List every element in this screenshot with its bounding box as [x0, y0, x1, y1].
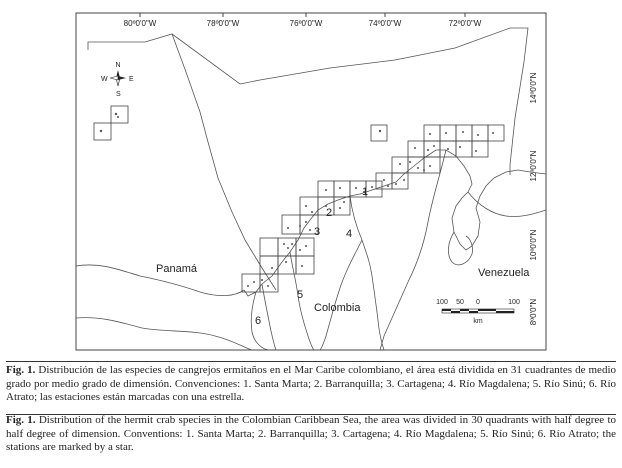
scale-bar: 100 50 0 100 km — [436, 299, 520, 325]
map-figure: 80º0'0"W 78º0'0"W 76º0'0"W 74º0'0"W 72º0… — [75, 12, 547, 351]
map-frame — [75, 12, 547, 351]
scale-tick: 100 — [508, 299, 520, 306]
longitude-label: 78º0'0"W — [207, 19, 240, 28]
marker-barranquilla: 2 — [326, 207, 332, 219]
island-quadrant — [93, 122, 112, 141]
marker-rio-magdalena: 4 — [346, 228, 352, 240]
latitude-label: 14º0'0"N — [529, 72, 538, 103]
compass-west: W — [101, 76, 108, 83]
marker-cartagena: 3 — [314, 226, 320, 238]
atrato-river — [261, 283, 277, 351]
longitude-ticks — [139, 13, 466, 17]
caption-english-text: Distribution of the hermit crab species … — [6, 414, 616, 454]
compass-south: S — [116, 91, 121, 98]
caption-spanish-label: Fig. 1. — [6, 364, 36, 376]
marker-rio-atrato: 6 — [255, 315, 261, 327]
longitude-label: 80º0'0"W — [124, 19, 157, 28]
label-colombia: Colombia — [314, 302, 361, 314]
venezuela-inner-line — [467, 191, 547, 217]
caption-english-label: Fig. 1. — [6, 414, 36, 426]
marker-santa-marta: 1 — [362, 186, 368, 198]
caption-divider-top — [6, 361, 616, 362]
scale-tick: 50 — [456, 299, 464, 306]
latitude-label: 10º0'0"N — [529, 229, 538, 260]
caption-spanish-text: Distribución de las especies de cangrejo… — [6, 364, 616, 404]
panama-south-coast — [75, 317, 253, 351]
caption-spanish: Fig. 1. Distribución de las especies de … — [6, 364, 616, 405]
compass-rose-icon: N S W E — [101, 62, 134, 98]
scale-tick: 100 — [436, 299, 448, 306]
station-markers — [99, 112, 494, 287]
quadrant-grid — [241, 124, 505, 293]
scale-unit: km — [473, 318, 483, 325]
compass-north: N — [116, 62, 121, 69]
maritime-boundary — [87, 27, 529, 175]
caption-divider-middle — [6, 414, 616, 415]
panama-coast — [75, 264, 245, 296]
label-panama: Panamá — [156, 263, 198, 275]
longitude-label: 72º0'0"W — [449, 19, 482, 28]
marker-rio-sinu: 5 — [297, 289, 303, 301]
latitude-label: 12º0'0"N — [529, 150, 538, 181]
label-venezuela: Venezuela — [478, 267, 530, 279]
venezuela-lake — [448, 231, 473, 266]
sinu-river — [289, 251, 315, 351]
scale-tick: 0 — [476, 299, 480, 306]
colombia-panama-border — [250, 291, 271, 351]
cauca-river — [319, 239, 363, 351]
longitude-labels: 80º0'0"W 78º0'0"W 76º0'0"W 74º0'0"W 72º0… — [124, 19, 482, 28]
longitude-label: 76º0'0"W — [290, 19, 323, 28]
magdalena-river — [349, 195, 385, 351]
latitude-labels: 14º0'0"N 12º0'0"N 10º0'0"N 8º0'0"N — [529, 72, 538, 325]
compass-east: E — [129, 76, 134, 83]
longitude-label: 74º0'0"W — [369, 19, 402, 28]
maritime-boundary-west — [171, 33, 277, 291]
latitude-label: 8º0'0"N — [529, 299, 538, 326]
island-quadrant — [370, 124, 388, 142]
colombia-venezuela-border — [379, 149, 447, 351]
island-quadrant — [110, 105, 129, 124]
caption-english: Fig. 1. Distribution of the hermit crab … — [6, 414, 616, 455]
